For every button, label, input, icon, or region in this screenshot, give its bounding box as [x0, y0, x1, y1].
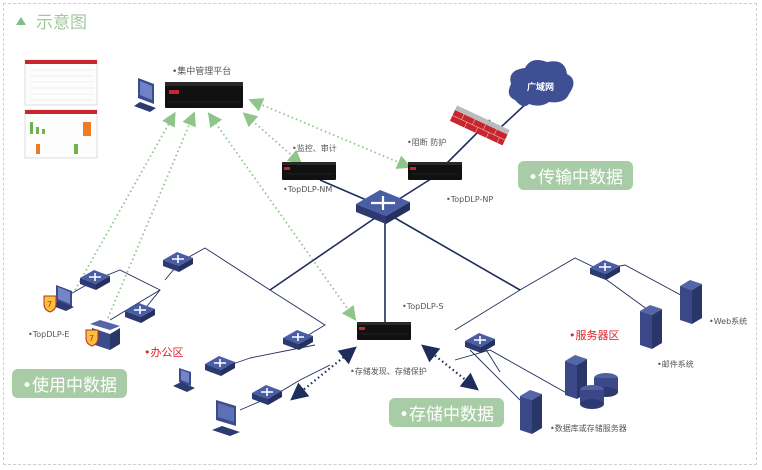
- zone-office: •办公区: [144, 346, 184, 359]
- badge-data-at-rest: •存储中数据: [389, 398, 505, 427]
- label-db-storage: •数据库或存储服务器: [550, 424, 627, 433]
- diagram-frame: [3, 3, 757, 465]
- mgmt-platform-appliance: [165, 82, 243, 108]
- triangle-icon: [16, 16, 26, 25]
- shield-agent-icon: 7: [43, 295, 57, 313]
- label-web-system: •Web系统: [709, 317, 748, 326]
- dashboard-screenshot: [24, 59, 98, 159]
- laptop-icon: [173, 368, 195, 392]
- badge-data-in-use: •使用中数据: [12, 369, 128, 398]
- server-icon: [640, 305, 662, 349]
- server-icon: [680, 280, 702, 324]
- zone-server: •服务器区: [569, 329, 620, 342]
- link-switch-office: [269, 217, 376, 291]
- label-wan: 广域网: [527, 83, 555, 93]
- label-storage-discovery: •存储发现、存储保护: [350, 367, 427, 376]
- router-icon: [589, 259, 621, 281]
- topdlp-np-appliance: [407, 161, 463, 181]
- monitor-icon: [134, 78, 156, 112]
- management-links: [74, 98, 412, 321]
- router-icon: [162, 251, 194, 273]
- cloud-icon: [508, 60, 574, 107]
- switch-icon: [204, 355, 236, 377]
- core-switch-icon: [356, 190, 410, 224]
- storage-links: [290, 344, 479, 401]
- label-topdlp-nm: •TopDLP-NM: [283, 185, 333, 194]
- label-mgmt-platform: •集中管理平台: [172, 67, 232, 77]
- switch-icon: [251, 384, 283, 406]
- switch-icon: [124, 302, 156, 324]
- svg-text:7: 7: [47, 300, 52, 309]
- link-switch-server: [394, 217, 521, 291]
- label-block-protect: •阻断 防护: [407, 138, 447, 147]
- label-topdlp-np: •TopDLP-NP: [446, 195, 494, 204]
- svg-text:7: 7: [89, 334, 94, 343]
- server-icon: [520, 390, 542, 434]
- label-monitor-audit: •监控、审计: [292, 144, 337, 153]
- router-icon: [282, 329, 314, 351]
- title-text: 示意图: [36, 13, 87, 33]
- label-mail-system: •邮件系统: [657, 360, 694, 369]
- database-icon: [580, 373, 618, 409]
- desktop-icon: [212, 400, 240, 436]
- label-topdlp-s: •TopDLP-S: [402, 302, 444, 311]
- topdlp-nm-appliance: [281, 161, 337, 181]
- topdlp-s-appliance: [356, 321, 412, 341]
- badge-data-in-transit: •传输中数据: [518, 161, 634, 190]
- diagram-title: 示意图: [16, 8, 87, 33]
- shield-agent-icon: 7: [85, 329, 99, 347]
- firewall-icon: [449, 105, 510, 146]
- label-topdlp-e: •TopDLP-E: [28, 330, 70, 339]
